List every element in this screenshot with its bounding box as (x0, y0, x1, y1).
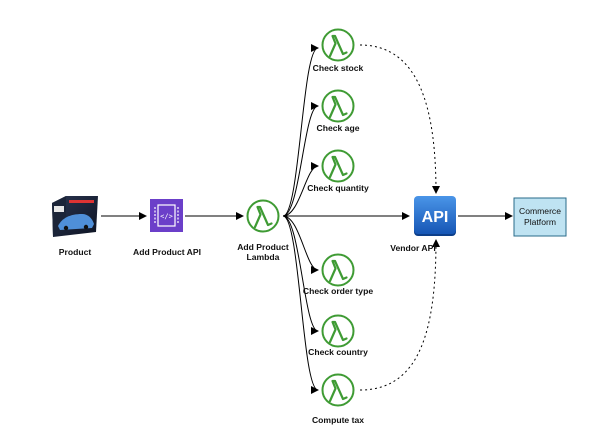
vendor-api-icon: API (414, 196, 456, 236)
vendor-api-label: Vendor API (390, 243, 436, 253)
edge-lambda-to-check-quantity (282, 162, 319, 217)
commerce-platform-label: Commerce Platform (518, 206, 562, 227)
lambda-check-quantity-icon (321, 149, 355, 183)
lambda-check-age-icon (321, 89, 355, 123)
lambda-compute-tax-icon (321, 373, 355, 407)
edge-lambda-to-compute-tax (282, 215, 319, 394)
lambda-check-country-icon (321, 314, 355, 348)
commerce-platform-box (513, 197, 567, 237)
edge-lambda-to-check-country (282, 215, 319, 335)
edge-lambda-to-check-stock (282, 44, 319, 217)
check-quantity-label: Check quantity (307, 183, 369, 193)
connectors (101, 44, 513, 394)
product-label: Product (58, 247, 92, 257)
check-order-type-label: Check order type (302, 286, 374, 296)
check-country-label: Check country (308, 347, 368, 357)
add-product-api-label: Add Product API (133, 247, 201, 257)
lambda-check-order-type-icon (321, 253, 355, 287)
add-product-lambda-label: Add Product Lambda (237, 242, 289, 262)
svg-text:</>: </> (160, 213, 173, 221)
lambda-check-stock-icon (321, 28, 355, 62)
edge-lambda-to-check-order-type (282, 215, 319, 274)
compute-tax-label: Compute tax (311, 415, 365, 425)
edge-lambda-to-check-age (282, 102, 319, 217)
product-box-image (52, 196, 98, 237)
edge-compute-tax-to-vendor-api (359, 239, 440, 391)
check-age-label: Check age (316, 123, 360, 133)
aws-api-gateway-icon: </> (150, 199, 183, 232)
check-stock-label: Check stock (312, 63, 364, 73)
lambda-add-product-icon (246, 199, 280, 233)
edge-check-stock-to-vendor-api (359, 44, 440, 194)
vendor-api-icon-text: API (422, 209, 449, 226)
